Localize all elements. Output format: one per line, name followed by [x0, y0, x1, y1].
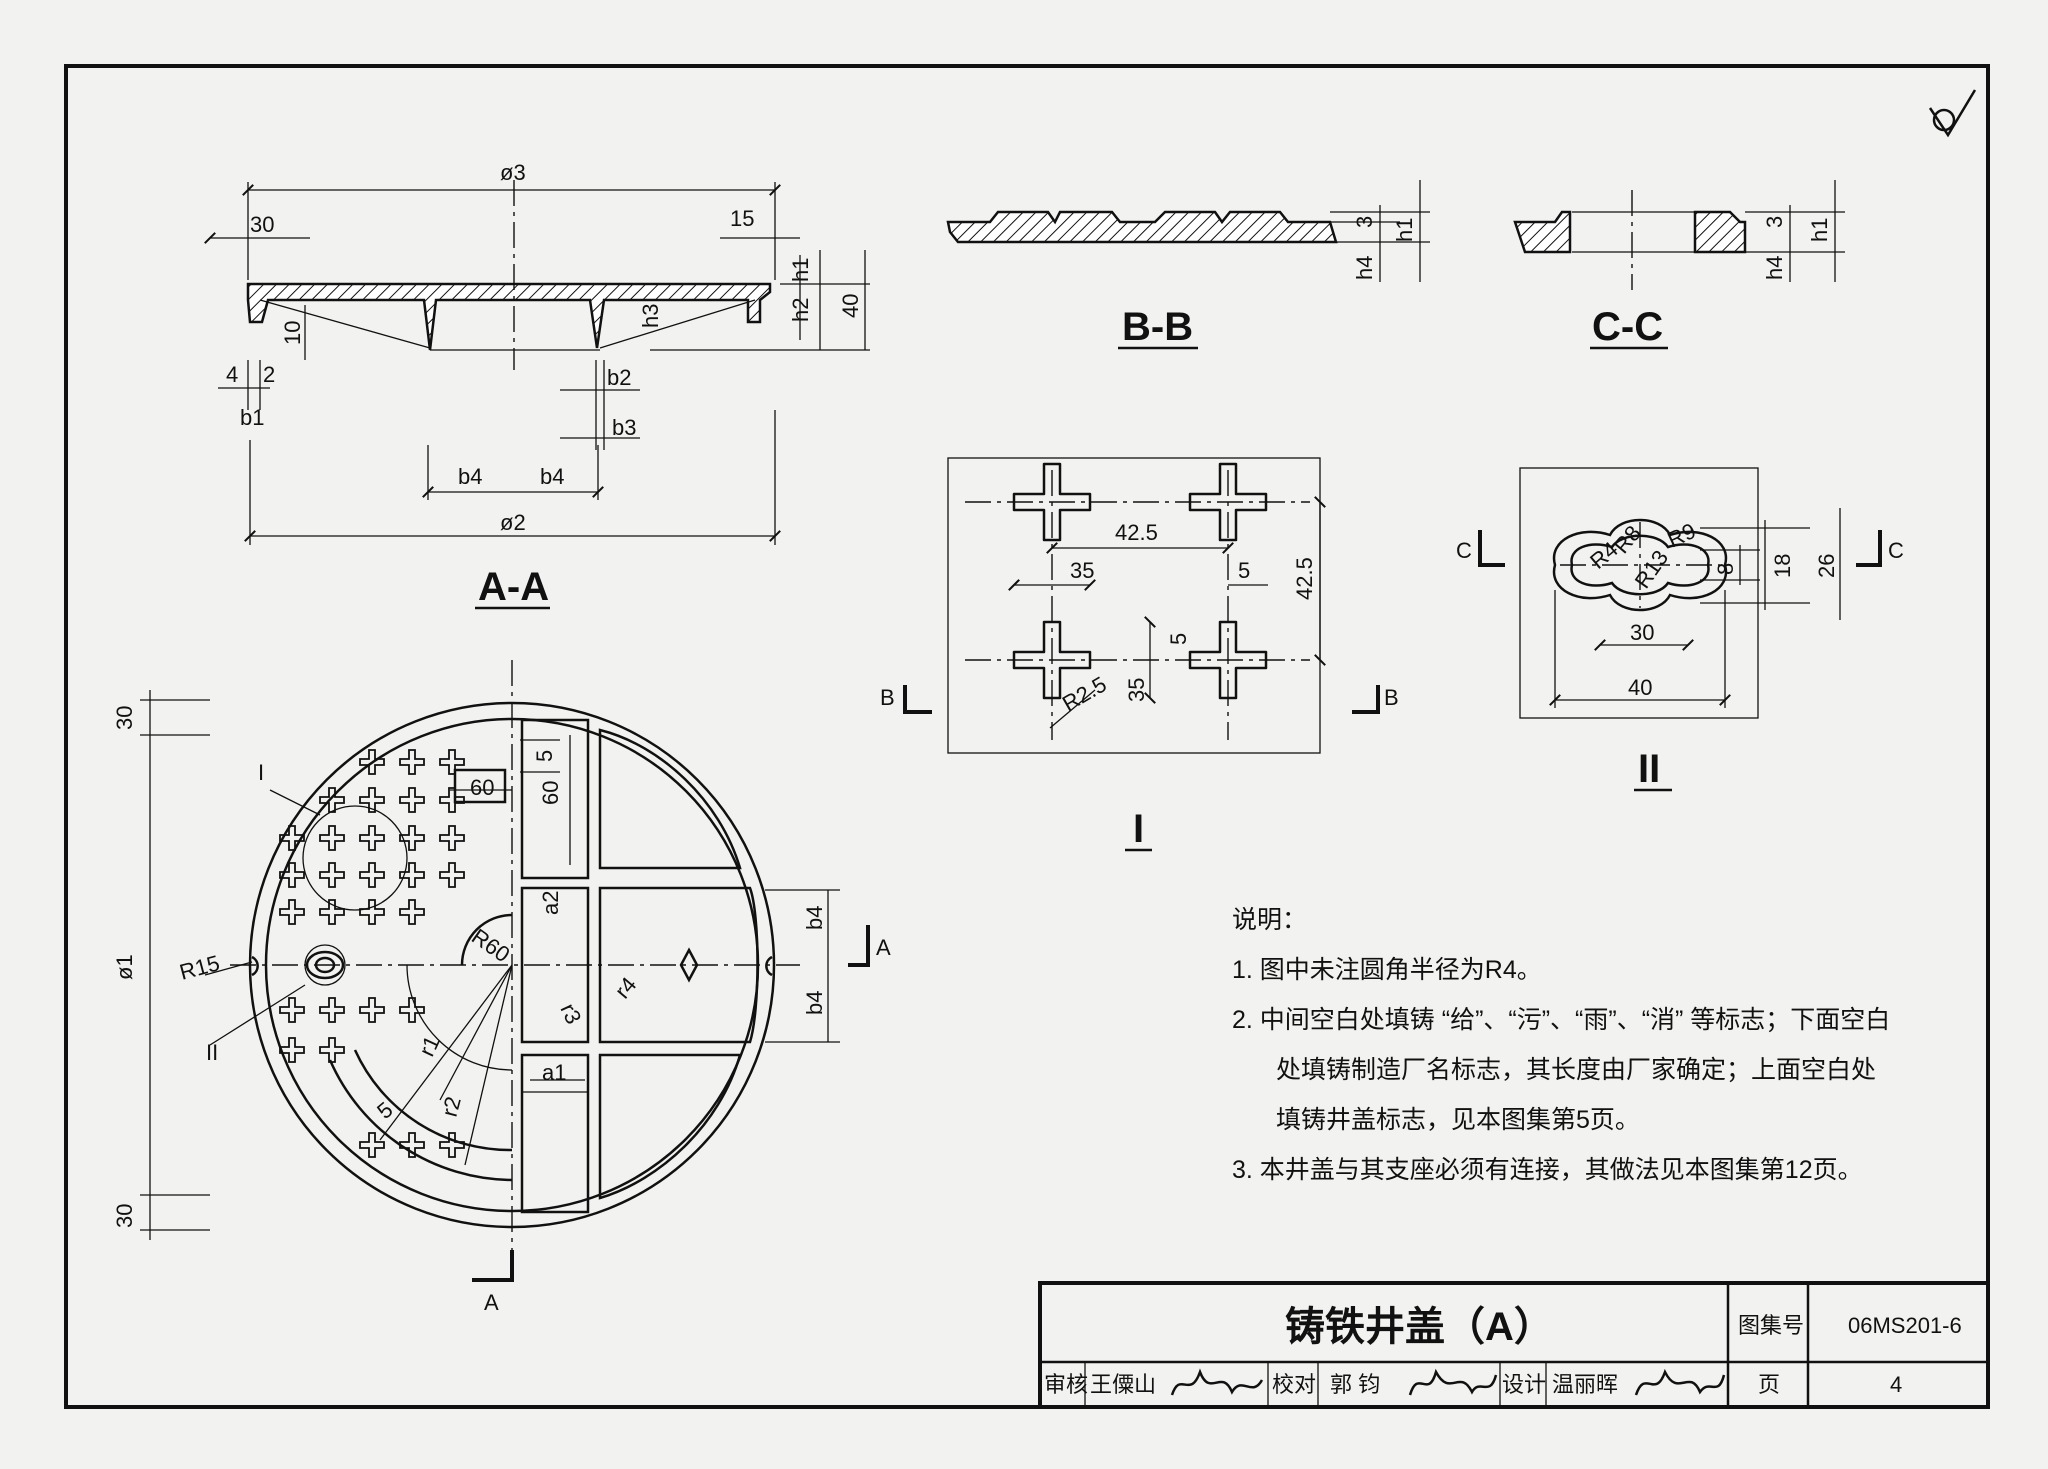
aa-cover-profile: [246, 282, 772, 351]
atlas-no-label: 图集号: [1738, 1313, 1804, 1338]
aa-dim-4: 4: [226, 362, 238, 387]
check-label: 校对: [1272, 1372, 1316, 1397]
section-cc-view: 3 h1 h4 C-C: [1513, 180, 1845, 350]
plan-dim-5b: 5: [372, 1097, 397, 1124]
plan-dim-60h: 60: [470, 775, 494, 800]
atlas-no: 06MS201-6: [1848, 1313, 1962, 1338]
plan-dim-b4-top: b4: [802, 906, 827, 930]
drawing-title: 铸铁井盖（A）: [1285, 1305, 1554, 1349]
d1-dim-r2-5: R2.5: [1058, 671, 1111, 716]
cc-dim-h1: h1: [1807, 218, 1832, 242]
section-bb-view: 3 h1 h4 B-B: [946, 180, 1430, 350]
aa-dim-b4-left: b4: [458, 464, 482, 489]
designer-name: 温丽晖: [1552, 1372, 1618, 1397]
section-aa-view: ø3 30 15 h1 h2 h3 40 10 4 2 b1 b2 b3 b4 …: [204, 160, 870, 610]
plan-left-crosses: [279, 749, 465, 1158]
d1-dim-5: 5: [1238, 558, 1250, 583]
aa-dim-40: 40: [838, 294, 863, 318]
note-2: 2. 中间空白处填铸 “给”、“污”、“雨”、“消” 等标志；下面空白: [1232, 1006, 1890, 1034]
plan-dim-30-bot: 30: [112, 1204, 137, 1228]
bb-dim-3: 3: [1352, 216, 1377, 228]
aa-dim-h3: h3: [638, 304, 663, 328]
aa-dim-b4-right: b4: [540, 464, 564, 489]
section-cc-title: C-C: [1592, 305, 1663, 349]
plan-dim-30-top: 30: [112, 706, 137, 730]
note-3: 3. 本井盖与其支座必须有连接，其做法见本图集第12页。: [1232, 1156, 1863, 1184]
plan-dim-r4: r4: [610, 972, 642, 1003]
note-2-cont-2: 填铸井盖标志，见本图集第5页。: [1276, 1106, 1640, 1134]
d1-dim-42-5v: 42.5: [1292, 557, 1317, 600]
checker-name: 郭 钧: [1330, 1372, 1380, 1397]
sheet-frame: [64, 64, 1990, 1409]
d2-dim-18: 18: [1770, 554, 1795, 578]
checker-signature: [1408, 1368, 1498, 1396]
plan-cut-a-bottom: A: [484, 1290, 499, 1315]
roughness-symbol: [1928, 89, 1977, 138]
aa-dim-10: 10: [280, 321, 305, 345]
aa-dim-h1: h1: [788, 258, 813, 282]
design-label: 设计: [1502, 1372, 1546, 1397]
plan-dim-r2: r2: [437, 1094, 466, 1119]
page-label: 页: [1758, 1372, 1780, 1397]
aa-dim-h2: h2: [788, 298, 813, 322]
section-aa-title: A-A: [478, 565, 549, 609]
notes-block: 说明： 1. 图中未注圆角半径为R4。 2. 中间空白处填铸 “给”、“污”、“…: [1232, 906, 1890, 1184]
plan-label-2: II: [206, 1040, 218, 1065]
detail-2-title: II: [1638, 747, 1660, 791]
aa-dim-15: 15: [730, 206, 754, 231]
cc-dim-h4: h4: [1762, 256, 1787, 280]
aa-dim-b1: b1: [240, 405, 264, 430]
d1-dim-35v: 35: [1124, 678, 1149, 702]
d1-cut-b-left: B: [880, 685, 895, 710]
title-block: 铸铁井盖（A） 图集号 06MS201-6 页 4 审核 王僳山 校对 郭 钧 …: [1038, 1281, 1990, 1409]
d2-dim-30: 30: [1630, 620, 1654, 645]
review-label: 审核: [1044, 1372, 1088, 1397]
aa-dim-b3: b3: [612, 415, 636, 440]
plan-dim-r60: R60: [467, 924, 514, 968]
aa-dim-phi3: ø3: [500, 160, 526, 185]
page-no: 4: [1890, 1372, 1902, 1397]
d2-cut-c-left: C: [1456, 538, 1472, 563]
d1-dim-35: 35: [1070, 558, 1094, 583]
section-bb-title: B-B: [1122, 305, 1193, 349]
aa-dim-30: 30: [250, 212, 274, 237]
detail-1-view: 42.5 42.5 35 5 5 35 R2.5 B B I: [880, 457, 1399, 852]
plan-dim-r3: r3: [555, 1000, 586, 1028]
d1-dim-42-5: 42.5: [1115, 520, 1158, 545]
notes-heading: 说明：: [1232, 906, 1307, 934]
bb-dim-h1: h1: [1392, 218, 1417, 242]
designer-signature: [1634, 1368, 1726, 1396]
plan-dim-a1: a1: [542, 1060, 566, 1085]
cc-dim-3: 3: [1762, 216, 1787, 228]
plan-dim-b4-bot: b4: [802, 991, 827, 1015]
plan-dim-r1: r1: [414, 1032, 445, 1060]
d1-cut-b-right: B: [1384, 685, 1399, 710]
plan-dim-r15: R15: [177, 950, 222, 985]
aa-dim-b2: b2: [607, 365, 631, 390]
note-2-cont-1: 处填铸制造厂名标志，其长度由厂家确定；上面空白处: [1276, 1056, 1876, 1084]
d2-dim-26: 26: [1814, 554, 1839, 578]
reviewer-name: 王僳山: [1090, 1372, 1156, 1397]
reviewer-signature: [1170, 1368, 1264, 1396]
note-1: 1. 图中未注圆角半径为R4。: [1232, 956, 1542, 984]
detail-2-view: R4 R8 R9 R13 8 18 26 30 40 C C II: [1456, 467, 1904, 792]
d2-dim-8: 8: [1713, 563, 1738, 575]
plan-cut-a-right: A: [876, 935, 891, 960]
d1-dim-5v: 5: [1166, 633, 1191, 645]
plan-dim-a2: a2: [538, 891, 563, 915]
aa-dim-2: 2: [263, 362, 275, 387]
plan-label-1: I: [258, 760, 264, 785]
plan-dim-60v: 60: [538, 781, 563, 805]
detail-1-title: I: [1133, 807, 1144, 851]
plan-dim-phi1: ø1: [112, 954, 137, 980]
plan-view: 30 ø1 30 R15 R60 5 60 60 a2 a1 b4 b4 r1 …: [112, 660, 891, 1315]
d2-cut-c-right: C: [1888, 538, 1904, 563]
bb-dim-h4: h4: [1352, 256, 1377, 280]
plan-dim-5: 5: [532, 750, 557, 762]
d2-dim-40: 40: [1628, 675, 1652, 700]
aa-dim-phi2: ø2: [500, 510, 526, 535]
